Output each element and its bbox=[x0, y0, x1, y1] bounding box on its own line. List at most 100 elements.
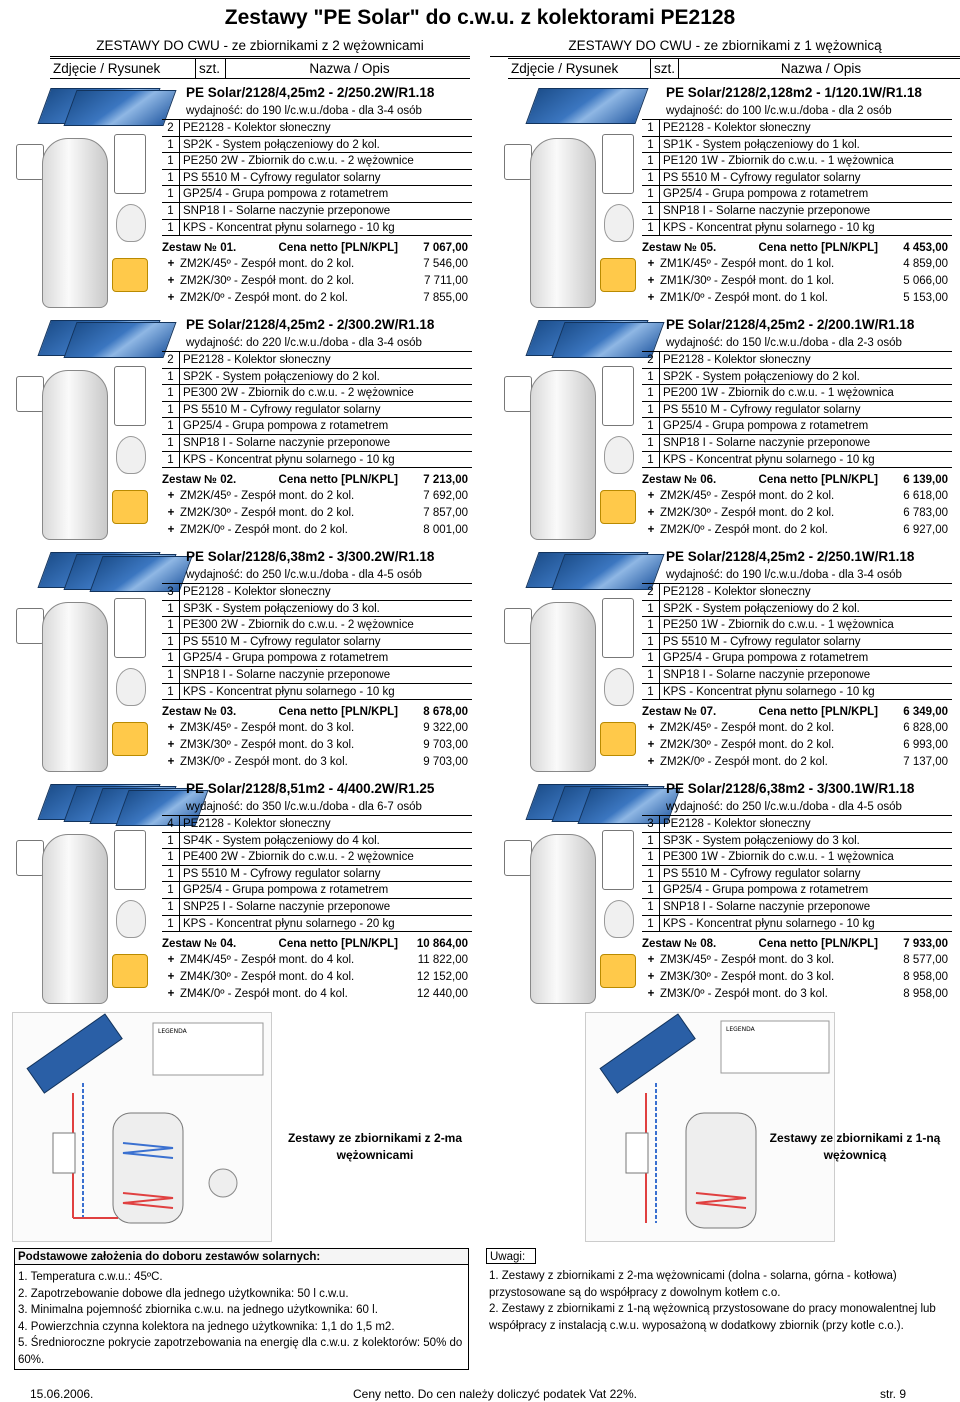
assumption-item: 5. Średnioroczne pokrycie zapotrzebowani… bbox=[18, 1337, 463, 1366]
variant-name: ZM2K/0º - Zespół mont. do 2 kol. bbox=[660, 524, 828, 537]
price-label: Cena netto [PLN/KPL] bbox=[758, 938, 878, 951]
expansion-vessel-image bbox=[116, 900, 146, 938]
item-name: KPS - Koncentrat płynu solarnego - 10 kg bbox=[663, 685, 875, 698]
variant-name: ZM2K/30º - Zespół mont. do 2 kol. bbox=[660, 507, 835, 520]
variant-name: ZM3K/45º - Zespół mont. do 3 kol. bbox=[660, 954, 835, 967]
item-name: KPS - Koncentrat płynu solarnego - 10 kg bbox=[183, 453, 395, 466]
price-label: Cena netto [PLN/KPL] bbox=[758, 242, 878, 255]
item-qty: 1 bbox=[162, 882, 180, 898]
note-item: 2. Zestawy z zbiornikami z 1-ną wężownic… bbox=[489, 1303, 936, 1332]
item-qty: 1 bbox=[642, 153, 660, 169]
item-name: PE2128 - Kolektor słoneczny bbox=[663, 354, 811, 366]
assumptions-list: 1. Temperatura c.w.u.: 45ºC.2. Zapotrzeb… bbox=[15, 1265, 468, 1368]
tank-image bbox=[530, 834, 596, 1004]
set-number: Zestaw № 08. bbox=[642, 938, 717, 951]
tank-image bbox=[42, 138, 108, 308]
item-qty: 1 bbox=[642, 186, 660, 202]
item-name: PE2128 - Kolektor słoneczny bbox=[663, 586, 811, 598]
schematic-one-coil: LEGENDA bbox=[599, 1013, 830, 1229]
variant-plus: + bbox=[647, 756, 655, 769]
variant-row: +ZM1K/0º - Zespół mont. do 1 kol.5 153,0… bbox=[642, 290, 952, 307]
item-qty: 1 bbox=[642, 898, 660, 915]
item-name: PE400 2W - Zbiornik do c.w.u. - 2 wężown… bbox=[183, 851, 414, 864]
variant-name: ZM2K/30º - Zespół mont. do 2 kol. bbox=[660, 739, 835, 752]
product-photo bbox=[4, 86, 177, 311]
variant-price: 6 618,00 bbox=[903, 490, 948, 503]
variant-row: +ZM2K/0º - Zespół mont. do 2 kol.7 137,0… bbox=[642, 754, 952, 771]
item-qty: 1 bbox=[162, 418, 180, 434]
set-price-row: Zestaw № 01.Cena netto [PLN/KPL]7 067,00 bbox=[162, 239, 472, 256]
product-photo bbox=[492, 782, 681, 1007]
item-qty: 1 bbox=[642, 136, 660, 153]
item-qty: 1 bbox=[162, 434, 180, 451]
set-number: Zestaw № 05. bbox=[642, 242, 717, 255]
notes-box: Uwagi: 1. Zestawy z zbiornikami z 2-ma w… bbox=[486, 1248, 946, 1358]
variant-price: 8 001,00 bbox=[423, 524, 468, 537]
item-qty: 1 bbox=[642, 385, 660, 401]
expansion-vessel-image bbox=[604, 204, 634, 242]
item-qty: 1 bbox=[642, 434, 660, 451]
col-name: Nazwa / Opis bbox=[309, 61, 390, 76]
item-name: GP25/4 - Grupa pompowa z rotametrem bbox=[663, 188, 869, 201]
variant-row: +ZM2K/30º - Zespół mont. do 2 kol.6 993,… bbox=[642, 737, 952, 754]
set-price-row: Zestaw № 08. Cena netto [PLN/KPL] 7 933,00 bbox=[642, 935, 952, 952]
variant-price: 9 322,00 bbox=[423, 722, 468, 735]
item-name: SP2K - System połączeniowy do 2 kol. bbox=[663, 602, 860, 615]
variant-row: +ZM1K/45º - Zespół mont. do 1 kol.4 859,… bbox=[642, 256, 952, 273]
tank-image bbox=[42, 370, 108, 540]
product-photo bbox=[492, 550, 665, 775]
variant-price: 11 822,00 bbox=[417, 954, 468, 967]
item-name: KPS - Koncentrat płynu solarnego - 10 kg bbox=[663, 453, 875, 466]
set-price-row: Zestaw № 05. Cena netto [PLN/KPL] 4 453,00 bbox=[642, 239, 952, 256]
price-label: Cena netto [PLN/KPL] bbox=[758, 706, 878, 719]
solar-panel-image bbox=[63, 322, 177, 358]
set-price: 7 067,00 bbox=[423, 242, 468, 255]
item-qty: 1 bbox=[162, 153, 180, 169]
variant-price: 8 577,00 bbox=[903, 954, 948, 967]
variant-name: ZM1K/0º - Zespół mont. do 1 kol. bbox=[660, 292, 828, 305]
tank-image bbox=[530, 370, 596, 540]
item-name: PE200 1W - Zbiornik do c.w.u. - 1 wężown… bbox=[663, 387, 894, 400]
product-photo bbox=[4, 550, 193, 775]
set-price: 4 453,00 bbox=[903, 242, 948, 255]
item-name: SP2K - System połączeniowy do 2 kol. bbox=[183, 138, 380, 151]
variant-name: ZM3K/30º - Zespół mont. do 3 kol. bbox=[660, 971, 835, 984]
footer-date: 15.06.2006. bbox=[30, 1387, 94, 1401]
variant-plus: + bbox=[167, 954, 175, 967]
pump-group-image bbox=[114, 830, 146, 890]
tank-image bbox=[530, 602, 596, 772]
item-qty: 1 bbox=[642, 865, 660, 882]
price-label: Cena netto [PLN/KPL] bbox=[278, 474, 398, 487]
item-qty: 1 bbox=[162, 368, 180, 385]
set-price: 8 678,00 bbox=[423, 706, 468, 719]
item-qty: 1 bbox=[642, 666, 660, 683]
variant-row: +ZM2K/0º - Zespół mont. do 2 kol.8 001,0… bbox=[162, 522, 472, 539]
item-qty: 1 bbox=[642, 849, 660, 865]
item-qty: 1 bbox=[162, 219, 180, 236]
item-qty: 1 bbox=[162, 600, 180, 617]
pump-group-image bbox=[114, 366, 146, 426]
set-number: Zestaw № 07. bbox=[642, 706, 717, 719]
item-qty: 1 bbox=[642, 600, 660, 617]
set-price: 7 933,00 bbox=[903, 938, 948, 951]
